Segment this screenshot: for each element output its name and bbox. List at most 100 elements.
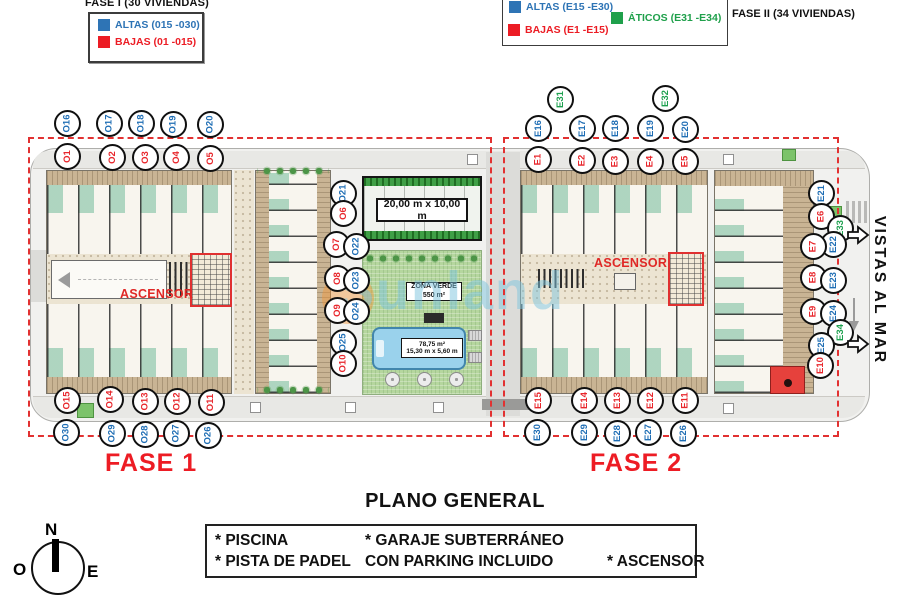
- unit-circle-O2: O2: [98, 143, 126, 171]
- legend-fase2-altas-label: ALTAS (E15 -E30): [526, 1, 614, 13]
- unit-circle-E18: E18: [601, 114, 629, 142]
- sidewalk-square: [433, 402, 444, 413]
- unit-circle-O30: O30: [52, 418, 80, 446]
- unit-circle-label: O2: [106, 150, 118, 164]
- green-patch: [782, 149, 796, 161]
- unit-circle-label: O29: [106, 424, 118, 442]
- unit-circle-label: E15: [532, 391, 544, 409]
- elevator-fase1: [190, 253, 232, 307]
- unit-circle-E26: E26: [669, 419, 697, 447]
- ramp-hatch: [538, 269, 584, 289]
- unit-circle-label: O9: [331, 303, 343, 317]
- legend-fase1-bajas-label: BAJAS (01 -015): [115, 36, 197, 48]
- unit-circle-label: E14: [578, 391, 590, 409]
- unit-circle-O14: O14: [96, 385, 124, 413]
- unit-circle-label: O20: [204, 115, 216, 133]
- unit-circle-label: E31: [554, 90, 566, 108]
- path-strip: [234, 170, 254, 394]
- sidewalk-square: [345, 402, 356, 413]
- legend-fase2-bajas-label: BAJAS (E1 -E15): [525, 24, 609, 36]
- sidewalk-square: [467, 154, 478, 165]
- zona-verde-area: 550 m²: [422, 291, 446, 299]
- watermark: Sunland: [338, 261, 565, 321]
- unit-circle-label: O7: [330, 237, 342, 251]
- unit-circle-O4: O4: [162, 143, 190, 171]
- unit-circle-label: O27: [170, 424, 182, 442]
- garage-ramp: [51, 260, 167, 300]
- legend-fase1-title: FASE I (30 VIVIENDAS): [85, 0, 210, 9]
- unit-circle-E32: E32: [651, 84, 679, 112]
- pool-steps: [376, 340, 384, 357]
- legend-fase2-title: FASE II (34 VIVIENDAS): [732, 8, 855, 20]
- unit-circle-label: E22: [827, 235, 839, 253]
- unit-circle-label: E23: [827, 271, 839, 289]
- tree-row: [366, 252, 478, 265]
- deck-strip: [256, 171, 269, 393]
- legend-fase1-altas-label: ALTAS (015 -030): [115, 19, 200, 31]
- unit-circle-label: E25: [815, 336, 827, 354]
- unit-circle-E12: E12: [636, 386, 664, 414]
- unit-circle-E4: E4: [636, 147, 664, 175]
- crosswalk-bar: [846, 201, 849, 223]
- deck-strip: [521, 377, 707, 393]
- unit-circle-E1: E1: [524, 145, 552, 173]
- units-row-north: [521, 184, 707, 255]
- unit-circle-O16: O16: [53, 109, 81, 137]
- amenities-legend-box: * PISCINA * GARAJE SUBTERRÁNEO * PISTA D…: [205, 524, 705, 578]
- unit-circle-O1: O1: [53, 142, 81, 170]
- unit-circle-O10: O10: [329, 349, 357, 377]
- unit-circle-label: E27: [642, 423, 654, 441]
- compass-needle: [52, 539, 59, 572]
- unit-circle-label: E19: [644, 119, 656, 137]
- padel-dimensions-text: 20,00 m x 10,00 m: [383, 197, 461, 222]
- unit-circle-O11: O11: [197, 388, 225, 416]
- deck-strip: [715, 171, 813, 186]
- unit-circle-label: E12: [644, 391, 656, 409]
- unit-circle-E19: E19: [636, 114, 664, 142]
- pool-label: 78,75 m² 15,30 m x 5,60 m: [401, 338, 463, 358]
- legend-fase2-aticos-row: ÁTICOS (E31 -E34): [611, 12, 721, 24]
- unit-circle-label: O30: [60, 423, 72, 441]
- units-row-north: [47, 184, 231, 255]
- pool-dimensions-text: 15,30 m x 5,60 m: [406, 348, 458, 355]
- unit-circle-label: O28: [139, 425, 151, 443]
- amenity-ascensor: * ASCENSOR: [607, 552, 705, 570]
- unit-circle-E7: E7: [799, 232, 827, 260]
- unit-circle-O29: O29: [98, 419, 126, 447]
- crosswalk-bar: [864, 201, 867, 223]
- vistas-al-mar-label: VISTAS AL MAR: [871, 215, 888, 365]
- unit-circle-label: E13: [611, 391, 623, 409]
- umbrella-icon: [417, 372, 432, 387]
- unit-circle-label: E11: [679, 391, 691, 409]
- unit-circle-label: O24: [350, 302, 362, 320]
- unit-circle-E15: E15: [524, 386, 552, 414]
- unit-circle-E20: E20: [671, 115, 699, 143]
- unit-circle-E10: E10: [806, 351, 834, 379]
- unit-circle-label: E34: [834, 323, 846, 341]
- ramp-arrow-icon: [58, 271, 70, 288]
- unit-circle-label: E10: [814, 356, 826, 374]
- unit-circle-O3: O3: [131, 143, 159, 171]
- unit-circle-label: O18: [135, 114, 147, 132]
- unit-circle-label: E1: [532, 153, 544, 165]
- unit-circle-label: O8: [331, 271, 343, 285]
- padel-green-band: [364, 231, 480, 239]
- unit-circle-label: E6: [815, 210, 827, 222]
- legend-fase2-aticos-label: ÁTICOS (E31 -E34): [628, 12, 722, 24]
- legend-fase1-bajas-row: BAJAS (01 -015): [98, 36, 202, 48]
- unit-circle-label: O11: [205, 393, 217, 411]
- unit-circle-label: O15: [61, 391, 73, 409]
- unit-circle-label: E4: [644, 155, 656, 167]
- unit-circle-label: E20: [679, 120, 691, 138]
- site-entrance-road: [31, 250, 47, 302]
- unit-circle-O28: O28: [131, 420, 159, 448]
- zona-verde: [362, 250, 482, 395]
- pergola-icon: [424, 313, 444, 323]
- unit-circle-label: O14: [104, 390, 116, 408]
- sidewalk-square: [723, 154, 734, 165]
- building-fase1-west: [46, 170, 232, 394]
- unit-circle-label: E28: [611, 424, 623, 442]
- unit-circle-E23: E23: [819, 266, 847, 294]
- fase1-title: FASE 1: [105, 449, 198, 477]
